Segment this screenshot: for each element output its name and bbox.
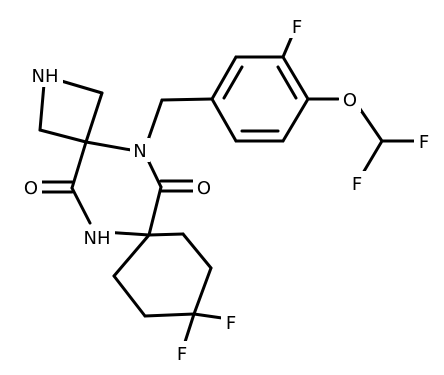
bond-ch2-aryl [160,97,214,102]
bond-aryl-f [281,34,294,59]
bond-azetidine-ch2-spiro-right [84,91,104,144]
bond-azetidine-n-ch2-right [56,78,104,95]
bond-aryl-3 [281,55,310,101]
bond-cyclohexane-1 [147,232,185,237]
bond-aryl-6 [210,97,238,143]
atom-label-nh-amide: NH [84,228,111,249]
atom-label-f-chf2-right: F [419,132,429,153]
bond-spiro-n-amide [84,140,133,152]
atom-label-o-left: O [24,178,38,199]
bond-aryl-4 [281,97,310,143]
atom-label-o-right: O [197,178,211,199]
atom-label-f-cf2-right: F [226,313,236,334]
bond-azetidine-ch2-spiro-left [38,128,88,144]
bond-cf-bottom [183,312,196,344]
benzyl-linker [145,97,214,145]
bond-cyclohexane-2 [181,232,213,270]
piperazinedione-ring [70,140,163,237]
bond-carbonyl-left-spiro [70,140,88,190]
carbonyl-groups [36,179,195,194]
bond-n-ch2 [145,98,164,145]
atom-labels: NH N NH O O O F F F F F [20,14,434,365]
bond-cyclohexane-3 [192,266,213,316]
bond-carbonyl-right-spiro [147,185,163,237]
bond-o-chf2 [356,104,384,143]
atom-label-nh-azetidine: NH [32,66,59,87]
difluorocyclohexane-ring [112,232,224,344]
atom-label-n-amide: N [133,141,146,162]
bond-cyclohexane-5 [112,274,147,318]
aryl-substituents [281,34,417,180]
bond-aryl-1 [210,55,238,101]
bond-cyclohexane-6 [112,233,151,278]
bond-cf-right [192,312,224,320]
bond-azetidine-n-ch2-left [38,82,46,132]
benzene-ring [210,55,310,143]
atom-label-f-chf2-bottom: F [352,174,362,195]
atom-label-f-aryl: F [292,17,302,38]
atom-label-f-cf2-bottom: F [177,344,187,365]
bond-n-amide-carbonyl-right [145,156,163,189]
bond-cyclohexane-4 [143,312,196,318]
bond-aryl-inner-1 [222,65,244,100]
bond-aryl-inner-2 [276,65,298,100]
azetidine-ring [38,78,104,144]
atom-label-o-ether: O [343,90,357,111]
bond-nh-amide-carbonyl-left [70,186,92,225]
